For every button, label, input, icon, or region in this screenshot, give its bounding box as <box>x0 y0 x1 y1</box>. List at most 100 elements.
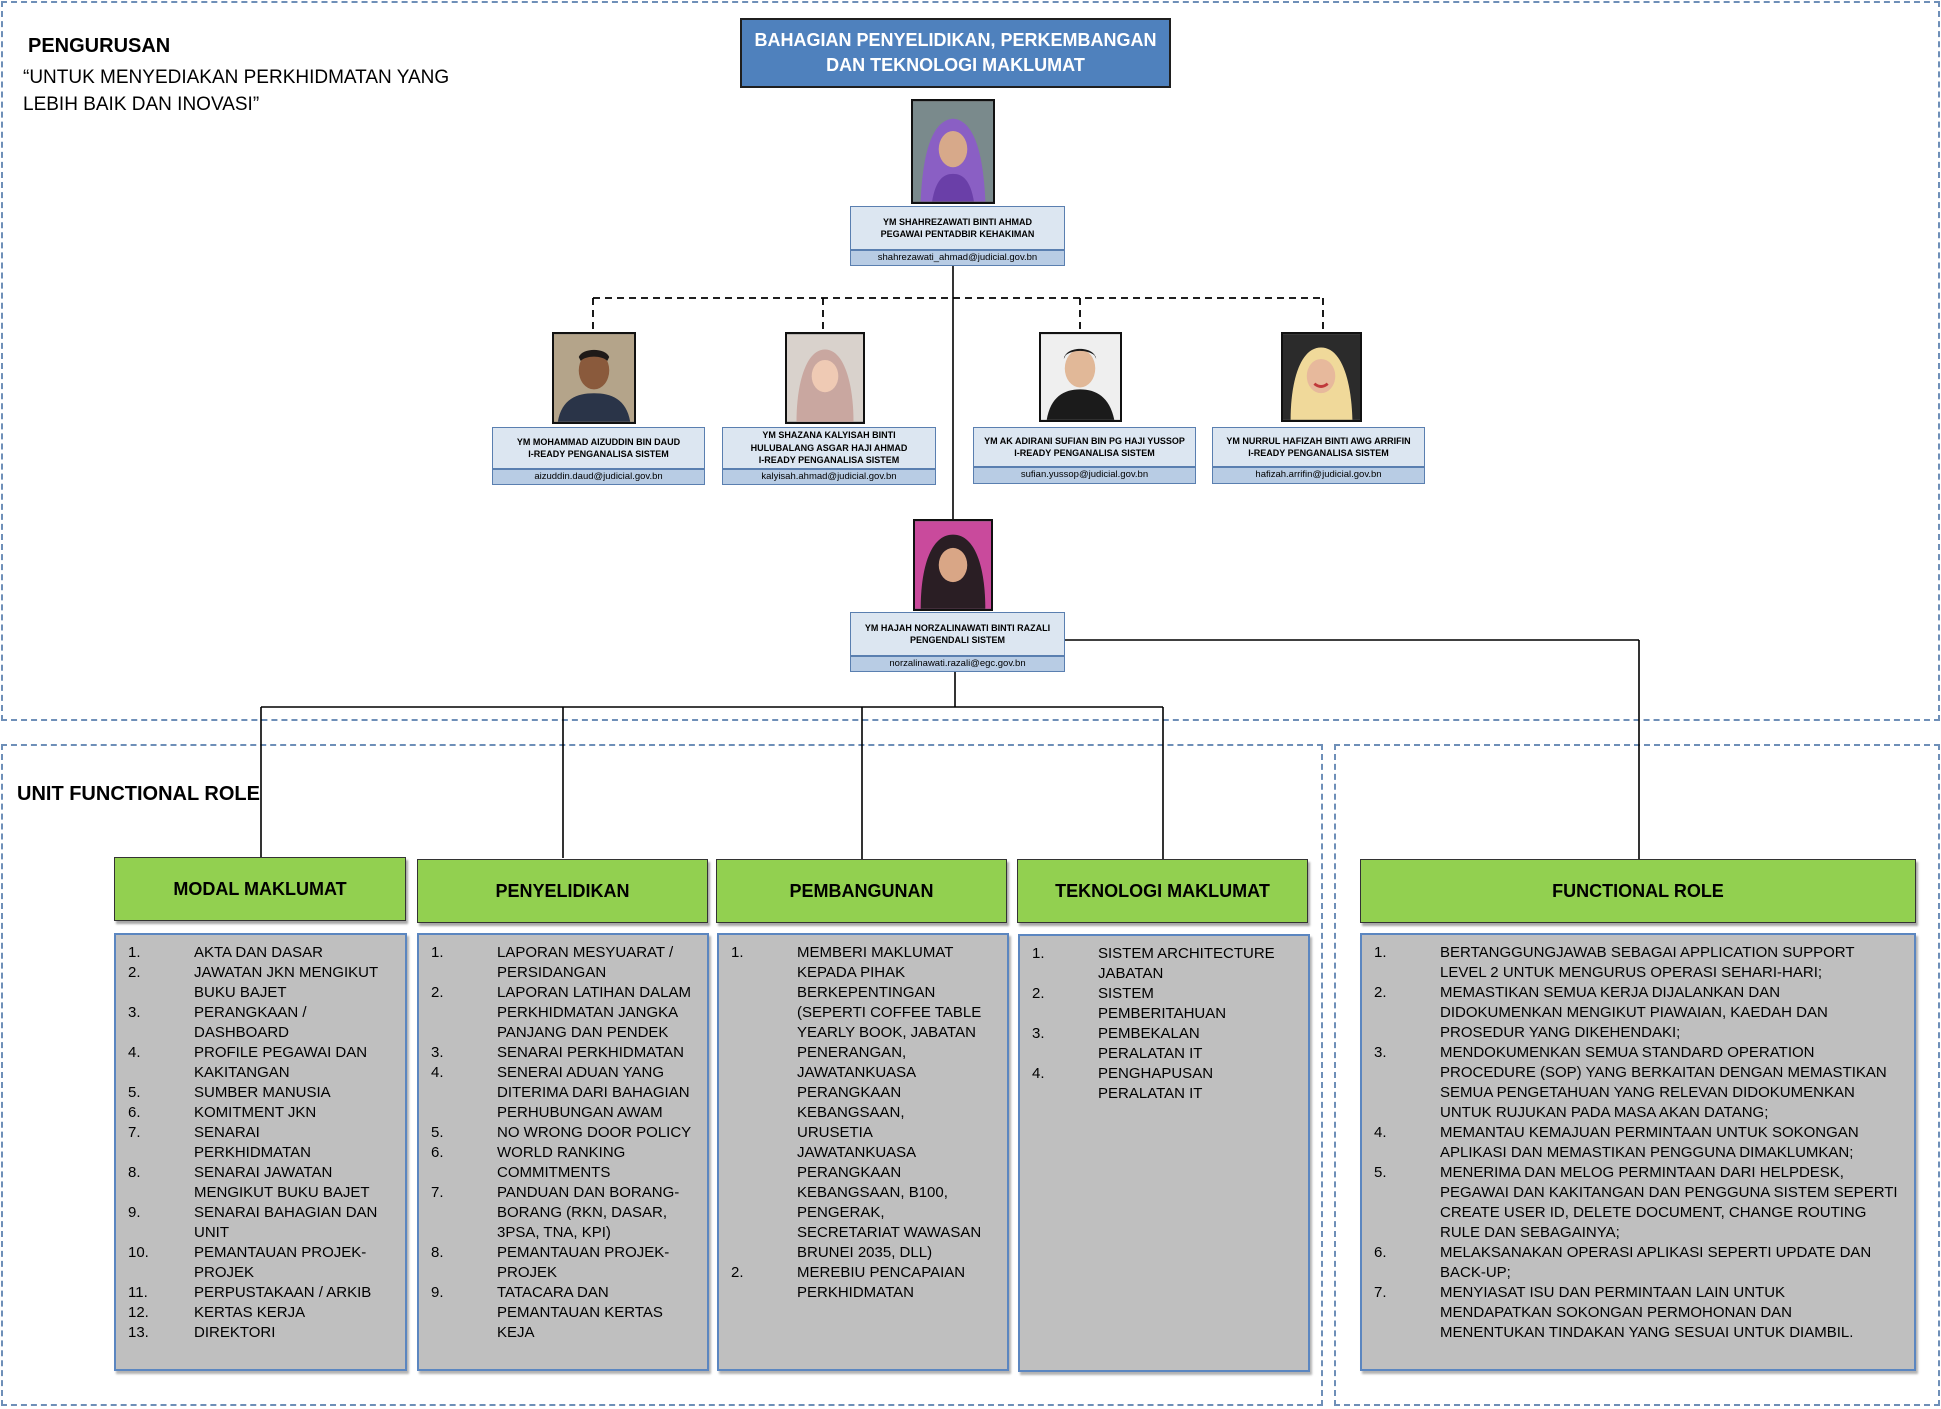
list-item-number: 7. <box>128 1124 141 1141</box>
department-title: BAHAGIAN PENYELIDIKAN, PERKEMBANGAN DAN … <box>740 18 1171 88</box>
motto: “UNTUK MENYEDIAKAN PERKHIDMATAN YANG LEB… <box>23 64 449 118</box>
list-item: 2. MEREBIU PENCAPAIAN PERKHIDMATAN <box>731 1263 1001 1303</box>
unit-functional-role-label: UNIT FUNCTIONAL ROLE <box>17 783 260 805</box>
list-item-number: 2. <box>731 1264 744 1281</box>
list-item-text: LAPORAN MESYUARAT / PERSIDANGAN <box>497 944 674 981</box>
list-item-text: SISTEM PEMBERITAHUAN <box>1098 985 1227 1022</box>
list-item-text: MENERIMA DAN MELOG PERMINTAAN DARI HELPD… <box>1440 1164 1898 1241</box>
list-item: 5.SUMBER MANUSIA <box>128 1083 399 1103</box>
list-item: 13.DIREKTORI <box>128 1323 399 1343</box>
list-item: 8.SENARAI JAWATAN MENGIKUT BUKU BAJET <box>128 1163 399 1203</box>
list-item: 1. SISTEM ARCHITECTURE JABATAN <box>1032 944 1302 984</box>
analyst-4-email: hafizah.arrifin@judicial.gov.bn <box>1212 467 1425 484</box>
list-item-number: 4. <box>431 1064 444 1081</box>
analyst-1-photo <box>552 332 636 424</box>
list-item-number: 6. <box>431 1144 444 1161</box>
item-list: 1. SISTEM ARCHITECTURE JABATAN 2. SISTEM PE… <box>1032 944 1302 1104</box>
list-item-text: DIREKTORI <box>194 1324 276 1341</box>
list-item-number: 7. <box>1374 1284 1387 1301</box>
manager-name-box: YM HAJAH NORZALINAWATI BINTI RAZALI PENG… <box>850 612 1065 656</box>
list-item-text: SISTEM ARCHITECTURE JABATAN <box>1098 945 1275 982</box>
list-item-number: 4. <box>1374 1124 1387 1141</box>
analyst-1-name-box: YM MOHAMMAD AIZUDDIN BIN DAUD I-READY PE… <box>492 427 705 469</box>
list-item-text: AKTA DAN DASAR <box>194 944 323 961</box>
list-item-text: MEMANTAU KEMAJUAN PERMINTAAN UNTUK SOKON… <box>1440 1124 1859 1161</box>
list-item: 6.MELAKSANAKAN OPERASI APLIKASI SEPERTI … <box>1374 1243 1908 1283</box>
list-item-number: 2. <box>1374 984 1387 1001</box>
list-item-number: 5. <box>431 1124 444 1141</box>
analyst-2-photo <box>785 332 865 424</box>
unit-body-teknologi-maklumat: 1. SISTEM ARCHITECTURE JABATAN 2. SISTEM PE… <box>1018 934 1310 1372</box>
list-item: 2.LAPORAN LATIHAN DALAM PERKHIDMATAN JAN… <box>431 983 701 1043</box>
motto-line-1: “UNTUK MENYEDIAKAN PERKHIDMATAN YANG <box>23 67 450 88</box>
head-photo <box>911 99 995 204</box>
analyst-2-line-2: HULUBALANG ASGAR HAJI AHMAD <box>750 442 908 453</box>
list-item-text: PEMANTAUAN PROJEK-PROJEK <box>194 1244 367 1281</box>
list-item-number: 4. <box>1032 1065 1045 1082</box>
pengurusan-label: PENGURUSAN <box>28 35 171 57</box>
list-item-text: PROFILE PEGAWAI DAN KAKITANGAN <box>194 1044 368 1081</box>
list-item-number: 10. <box>128 1244 149 1261</box>
list-item: 3.SENARAI PERKHIDMATAN <box>431 1043 701 1063</box>
analyst-3-photo <box>1039 332 1122 422</box>
department-title-line-2: DAN TEKNOLOGI MAKLUMAT <box>826 55 1085 75</box>
person-silhouette-icon <box>554 334 634 422</box>
analyst-2-name-box: YM SHAZANA KALYISAH BINTI HULUBALANG ASG… <box>722 427 936 469</box>
list-item-text: MEMASTIKAN SEMUA KERJA DIJALANKAN DAN DI… <box>1440 984 1828 1041</box>
list-item-number: 3. <box>431 1044 444 1061</box>
list-item-text: PENGHAPUSAN PERALATAN IT <box>1098 1065 1214 1102</box>
list-item-text: NO WRONG DOOR POLICY <box>497 1124 692 1141</box>
analyst-4-line-1: YM NURRUL HAFIZAH BINTI AWG ARRIFIN <box>1226 435 1411 446</box>
list-item: 9.TATACARA DAN PEMANTAUAN KERTAS KEJA <box>431 1283 701 1343</box>
list-item: 9.SENARAI BAHAGIAN DAN UNIT <box>128 1203 399 1243</box>
person-silhouette-icon <box>1041 334 1120 420</box>
analyst-4-name-box: YM NURRUL HAFIZAH BINTI AWG ARRIFIN I-RE… <box>1212 427 1425 467</box>
list-item-text: MEMBERI MAKLUMAT KEPADA PIHAK BERKEPENTI… <box>797 944 982 1261</box>
list-item: 2.JAWATAN JKN MENGIKUT BUKU BAJET <box>128 963 399 1003</box>
functional-role-region <box>1334 744 1940 1406</box>
motto-line-2: LEBIH BAIK DAN INOVASI” <box>23 94 260 115</box>
list-item: 1.BERTANGGUNGJAWAB SEBAGAI APPLICATION S… <box>1374 943 1908 983</box>
unit-head-penyelidikan: PENYELIDIKAN <box>417 859 708 923</box>
list-item-number: 3. <box>128 1004 141 1021</box>
list-item: 3.PEMBEKALAN PERALATAN IT <box>1032 1024 1302 1064</box>
unit-head-modal-maklumat: MODAL MAKLUMAT <box>114 857 406 921</box>
analyst-2-line-1: YM SHAZANA KALYISAH BINTI <box>762 430 896 441</box>
analyst-3-line-2: I-READY PENGANALISA SISTEM <box>1014 448 1155 458</box>
list-item-text: KOMITMENT JKN <box>194 1104 317 1121</box>
unit-region <box>1 744 1323 1406</box>
list-item-number: 3. <box>1374 1044 1387 1061</box>
list-item-text: SENARAI BAHAGIAN DAN UNIT <box>194 1204 378 1241</box>
list-item: 6.KOMITMENT JKN <box>128 1103 399 1123</box>
analyst-3-name-box: YM AK ADIRANI SUFIAN BIN PG HAJI YUSSOP … <box>973 427 1196 467</box>
unit-head-pembangunan: PEMBANGUNAN <box>716 859 1007 923</box>
analyst-2-email: kalyisah.ahmad@judicial.gov.bn <box>722 469 936 485</box>
list-item-number: 1. <box>1032 945 1045 962</box>
head-role: PEGAWAI PENTADBIR KEHAKIMAN <box>880 229 1035 239</box>
head-name: YM SHAHREZAWATI BINTI AHMAD <box>883 216 1032 227</box>
list-item: 1.LAPORAN MESYUARAT / PERSIDANGAN <box>431 943 701 983</box>
list-item-text: MEREBIU PENCAPAIAN PERKHIDMATAN <box>797 1264 966 1301</box>
list-item: 3.PERANGKAAN / DASHBOARD <box>128 1003 399 1043</box>
list-item-number: 2. <box>128 964 141 981</box>
person-silhouette-icon <box>915 521 991 609</box>
list-item-text: SUMBER MANUSIA <box>194 1084 331 1101</box>
list-item: 2. SISTEM PEMBERITAHUAN <box>1032 984 1302 1024</box>
list-item-number: 9. <box>431 1284 444 1301</box>
unit-head-functional-role: FUNCTIONAL ROLE <box>1360 859 1916 923</box>
list-item-number: 1. <box>731 944 744 961</box>
analyst-1-email: aizuddin.daud@judicial.gov.bn <box>492 469 705 485</box>
list-item-text: PEMANTAUAN PROJEK-PROJEK <box>497 1244 670 1281</box>
list-item-number: 2. <box>1032 985 1045 1002</box>
item-list: 1.BERTANGGUNGJAWAB SEBAGAI APPLICATION S… <box>1374 943 1908 1343</box>
list-item-number: 7. <box>431 1184 444 1201</box>
list-item-text: PERPUSTAKAAN / ARKIB <box>194 1284 372 1301</box>
list-item: 7.SENARAI PERKHIDMATAN <box>128 1123 399 1163</box>
list-item: 3.MENDOKUMENKAN SEMUA STANDARD OPERATION… <box>1374 1043 1908 1123</box>
list-item: 7.MENYIASAT ISU DAN PERMINTAAN LAIN UNTU… <box>1374 1283 1908 1343</box>
person-silhouette-icon <box>1283 334 1360 420</box>
analyst-1-line-1: YM MOHAMMAD AIZUDDIN BIN DAUD <box>516 436 681 447</box>
